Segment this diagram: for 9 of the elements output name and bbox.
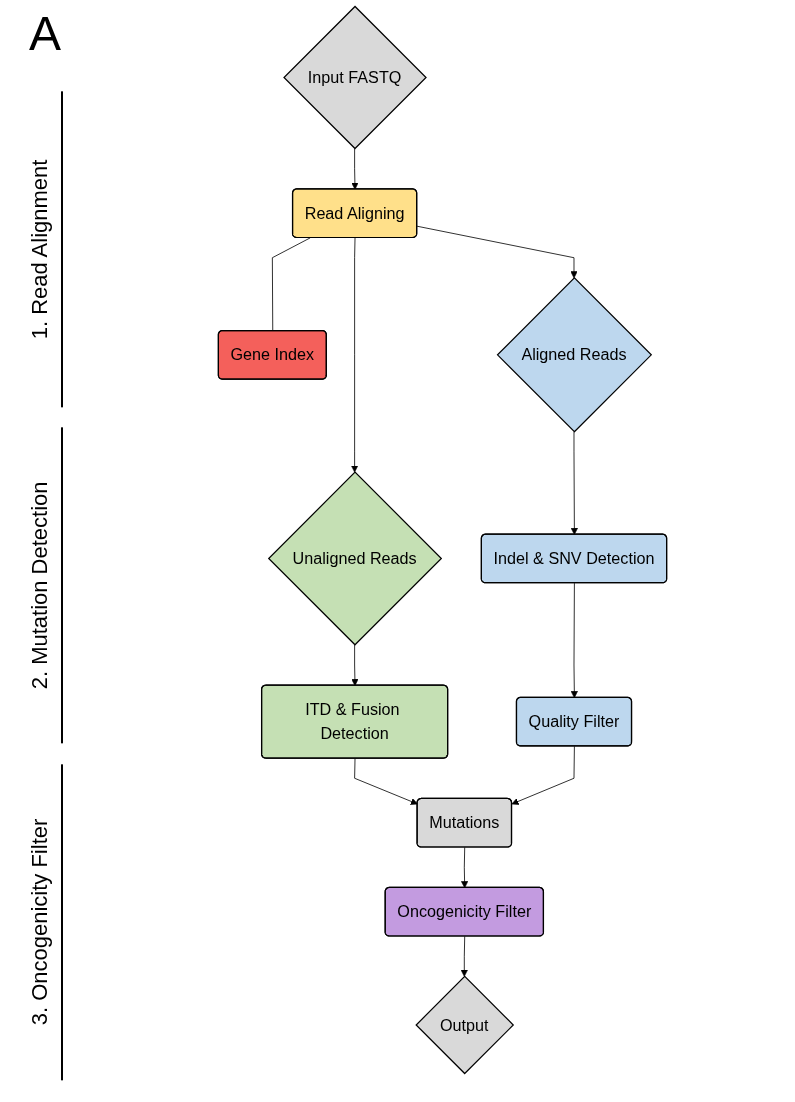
section-label: 1. Read Alignment xyxy=(27,91,63,408)
section-label: 2. Mutation Detection xyxy=(27,427,63,744)
node-diamond: Aligned Reads xyxy=(496,277,653,433)
node-diamond: Unaligned Reads xyxy=(267,471,443,646)
panel-letter: A xyxy=(29,6,61,61)
section-label: 3. Oncogenicity Filter xyxy=(27,763,63,1080)
node-diamond: Output xyxy=(415,975,515,1075)
node-diamond: Input FASTQ xyxy=(283,5,427,150)
connector xyxy=(271,237,311,332)
